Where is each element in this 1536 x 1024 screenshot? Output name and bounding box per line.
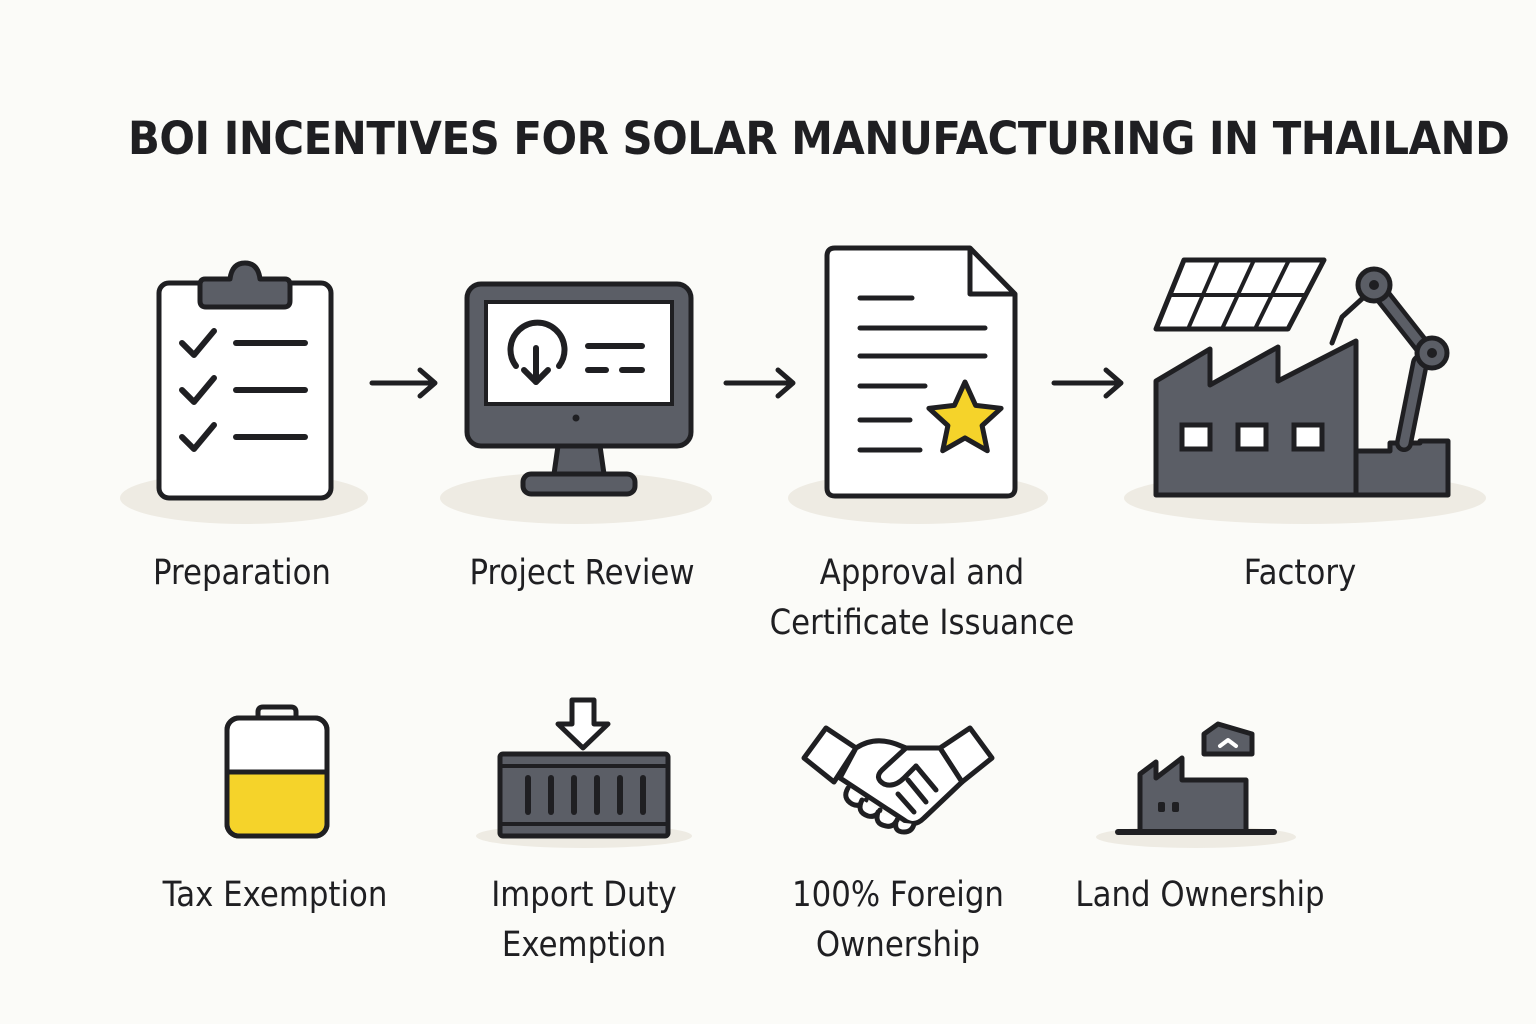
step-label-factory: Factory — [1243, 553, 1357, 593]
solar-panel-icon — [1153, 257, 1327, 332]
arrow-right-icon — [1051, 367, 1124, 399]
battery-icon — [224, 704, 330, 839]
incentive-label-tax-exemption: Tax Exemption — [162, 875, 388, 915]
step-label-approval: Approval and Certificate Issuance — [769, 553, 1075, 643]
handshake-icon — [801, 725, 995, 835]
container-import-icon — [497, 697, 671, 839]
solar-factory-icon — [1153, 257, 1451, 498]
monitor-review-icon — [464, 281, 694, 497]
incentive-label-land-ownership: Land Ownership — [1075, 875, 1325, 915]
step-label-project-review: Project Review — [469, 553, 695, 593]
incentive-label-foreign-ownership: 100% Foreign Ownership — [792, 875, 1004, 965]
incentive-label-import-duty: Import Duty Exemption — [491, 875, 677, 965]
page-title: BOI INCENTIVES FOR SOLAR MANUFACTURING I… — [128, 112, 1510, 165]
certificate-document-icon — [824, 245, 1018, 499]
arrow-right-icon — [723, 367, 796, 399]
robotic-arm-icon — [1329, 266, 1451, 498]
clipboard-checklist-icon — [156, 260, 334, 501]
arrow-right-icon — [369, 367, 438, 399]
land-building-icon — [1115, 721, 1277, 835]
step-label-preparation: Preparation — [153, 553, 331, 593]
